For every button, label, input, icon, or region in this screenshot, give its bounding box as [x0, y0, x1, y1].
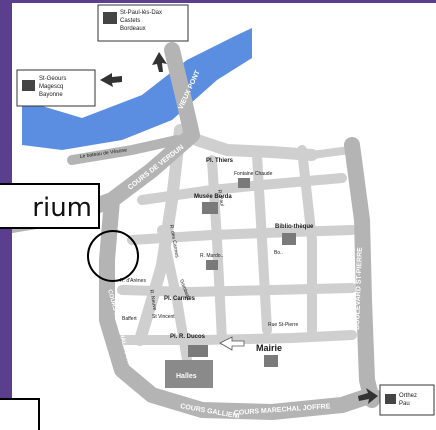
arrow-north-icon	[152, 52, 167, 72]
label-fontaine: Fontaine Chaude	[234, 171, 273, 177]
label-rue-neuve: R. Neuve	[148, 289, 158, 311]
label-mairie: Mairie	[256, 343, 282, 353]
sign-west-line-2: Magescq	[39, 84, 63, 90]
callout-label-box: rium	[0, 183, 100, 229]
label-st-paul: R. Paul	[216, 189, 225, 206]
sign-southeast: Orthez Pau	[379, 384, 435, 416]
label-boulevard: BOULEVARD ST-PIERRE	[354, 247, 364, 330]
building-mairie	[264, 355, 278, 367]
label-halles: Halles	[176, 373, 197, 380]
label-bou: Bo..	[274, 250, 283, 256]
label-bibliotheque: Biblio-thèque	[275, 224, 314, 230]
label-musee: Musée Borda	[194, 194, 232, 200]
building-halles	[165, 360, 213, 388]
label-rue-st-pierre: Rue St-Pierre	[268, 322, 299, 328]
building-ducos	[188, 345, 208, 357]
building-fontaine	[238, 178, 250, 188]
arrow-southeast-icon	[358, 388, 378, 404]
label-pl-carmes: Pl. Carmes	[164, 296, 196, 302]
sign-west-line-1: St-Geours	[39, 76, 66, 82]
label-st-vincent: St Vincent	[152, 314, 175, 320]
building-musee	[202, 202, 218, 214]
road-network	[107, 124, 357, 365]
callout-bottom-box	[0, 398, 40, 430]
callout-circle	[87, 230, 139, 282]
river-edge	[66, 128, 168, 154]
label-pl-ducos: Pl. R. Ducos	[170, 334, 206, 340]
label-rue-madel: R. Mardo..	[200, 253, 223, 259]
building-rue	[206, 260, 218, 270]
building-biblio	[282, 233, 296, 245]
sign-north-line-3: Bordeaux	[120, 26, 146, 32]
sign-north-line-2: Castets	[120, 18, 140, 24]
label-pl-thiers: Pl. Thiers	[206, 158, 234, 164]
map-panel: St-Paul-lès-Dax Castets Bordeaux St-Geou…	[12, 0, 436, 430]
direction-arrow-icon	[219, 336, 245, 351]
label-rue-carmes: R. des Carmes	[168, 224, 180, 258]
arrow-west-icon	[100, 73, 122, 87]
sign-southeast-line-1: Orthez	[399, 393, 417, 399]
sign-north: St-Paul-lès-Dax Castets Bordeaux	[97, 4, 189, 42]
river	[22, 28, 252, 150]
sign-west: St-Geours Magescq Bayonne	[16, 69, 96, 107]
sign-southeast-line-2: Pau	[399, 401, 410, 407]
label-arenes: R. d'Arènes	[120, 278, 146, 284]
frame-top-edge	[12, 0, 436, 3]
label-baffert: Baffert	[122, 316, 137, 322]
sign-west-line-3: Bayonne	[39, 92, 63, 98]
sign-north-line-1: St-Paul-lès-Dax	[120, 10, 162, 16]
